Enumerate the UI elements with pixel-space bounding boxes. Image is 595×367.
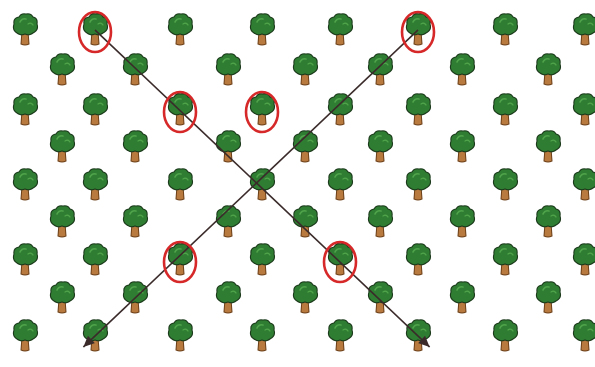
tree-icon bbox=[167, 13, 194, 46]
diagonal-line-down-right bbox=[94, 29, 431, 348]
diagonal-lines bbox=[82, 29, 431, 348]
tree-icon bbox=[572, 13, 595, 46]
tree-icon bbox=[405, 93, 432, 126]
tree-icon bbox=[449, 53, 476, 86]
tree-icon bbox=[292, 130, 319, 163]
tree-icon bbox=[492, 168, 519, 201]
tree-icon bbox=[12, 319, 39, 352]
tree-icon bbox=[405, 319, 432, 352]
tree-icon bbox=[367, 205, 394, 238]
highlight-circle bbox=[162, 90, 198, 134]
tree-icon bbox=[49, 130, 76, 163]
tree-icon bbox=[82, 243, 109, 276]
tree-icon bbox=[82, 168, 109, 201]
tree-icon bbox=[215, 205, 242, 238]
tree-icon bbox=[249, 243, 276, 276]
tree-icon bbox=[82, 93, 109, 126]
tree-icon bbox=[49, 281, 76, 314]
tree-icon bbox=[535, 205, 562, 238]
highlight-circle bbox=[400, 10, 436, 54]
tree-icon bbox=[122, 130, 149, 163]
tree-icon bbox=[122, 281, 149, 314]
highlight-circle bbox=[162, 240, 198, 284]
tree-icon bbox=[215, 53, 242, 86]
tree-icon bbox=[405, 243, 432, 276]
tree-icon bbox=[167, 168, 194, 201]
tree-icon bbox=[405, 168, 432, 201]
diagonal-line-down-left bbox=[82, 29, 419, 348]
highlight-circles bbox=[77, 10, 436, 284]
tree-icon bbox=[572, 168, 595, 201]
tree-grid bbox=[12, 13, 595, 352]
tree-icon bbox=[82, 319, 109, 352]
tree-icon bbox=[12, 93, 39, 126]
arrowhead-icon bbox=[83, 335, 95, 348]
tree-icon bbox=[535, 130, 562, 163]
highlight-circle bbox=[77, 10, 113, 54]
tree-icon bbox=[572, 319, 595, 352]
tree-icon bbox=[535, 53, 562, 86]
tree-icon bbox=[367, 130, 394, 163]
tree-icon bbox=[49, 205, 76, 238]
tree-icon bbox=[167, 93, 194, 126]
tree-icon bbox=[327, 168, 354, 201]
tree-icon bbox=[292, 53, 319, 86]
tree-icon bbox=[12, 168, 39, 201]
tree-icon bbox=[167, 243, 194, 276]
tree-icon bbox=[82, 13, 109, 46]
tree-icon bbox=[327, 13, 354, 46]
tree-icon bbox=[249, 13, 276, 46]
tree-icon bbox=[492, 93, 519, 126]
tree-icon bbox=[49, 53, 76, 86]
tree-icon bbox=[122, 53, 149, 86]
arrowhead-icon bbox=[418, 335, 430, 348]
tree-icon bbox=[492, 13, 519, 46]
tree-icon bbox=[535, 281, 562, 314]
tree-icon bbox=[12, 243, 39, 276]
tree-icon bbox=[449, 281, 476, 314]
tree-icon bbox=[292, 281, 319, 314]
tree-icon bbox=[405, 13, 432, 46]
tree-icon bbox=[327, 93, 354, 126]
tree-icon bbox=[492, 319, 519, 352]
tree-icon bbox=[12, 13, 39, 46]
tree-icon bbox=[572, 243, 595, 276]
tree-icon bbox=[492, 243, 519, 276]
tree-icon bbox=[449, 205, 476, 238]
tree-icon bbox=[449, 130, 476, 163]
tree-icon bbox=[249, 93, 276, 126]
tree-icon bbox=[167, 319, 194, 352]
tree-icon bbox=[572, 93, 595, 126]
highlight-circle bbox=[322, 240, 358, 284]
tree-icon bbox=[215, 281, 242, 314]
highlight-circle bbox=[244, 90, 280, 134]
tree-icon bbox=[249, 319, 276, 352]
tree-icon bbox=[327, 319, 354, 352]
tree-icon bbox=[122, 205, 149, 238]
